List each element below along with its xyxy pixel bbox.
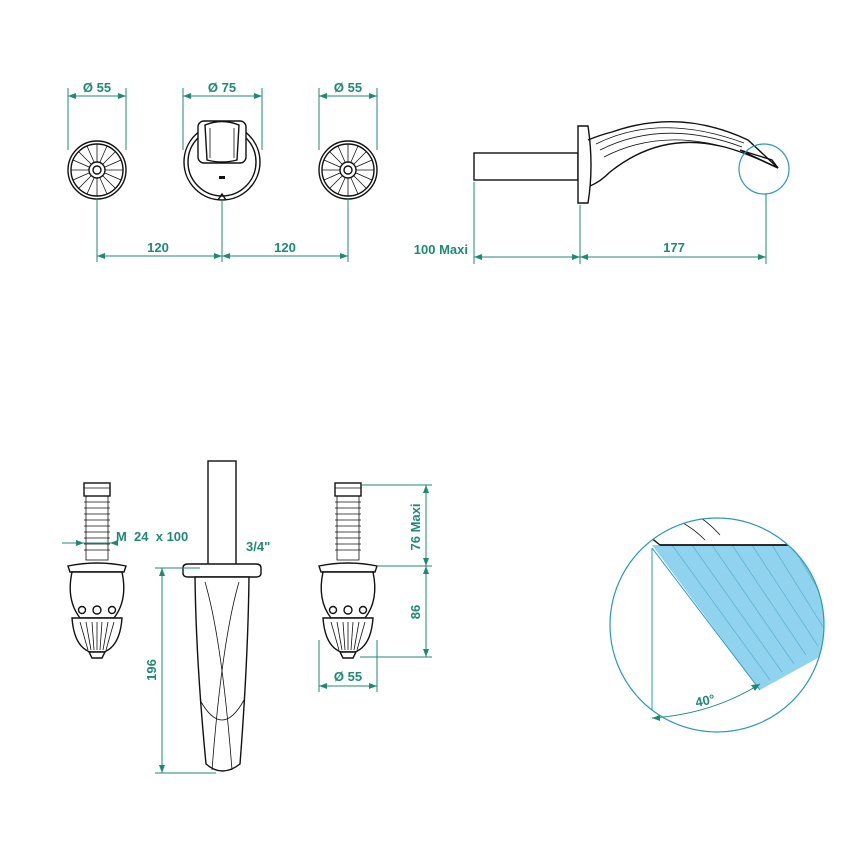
spout-front: [183, 120, 261, 201]
dimension-spout-height: 196: [144, 567, 216, 774]
connection-label: 3/4": [246, 539, 270, 554]
wall-pipe: [473, 152, 579, 181]
detail-magnifier-circle: [609, 517, 825, 733]
dimension-valve: 76 Maxi 86: [360, 484, 432, 658]
thread-label: M 24 x 100: [116, 529, 188, 544]
water-jet: [652, 545, 824, 690]
dimension-handle-diameter: Ø 55: [318, 640, 378, 692]
front-view: Ø 55 Ø 75 Ø 55 120: [67, 80, 378, 262]
side-view: 100 Maxi 177: [414, 121, 790, 264]
detail-view: 40°: [609, 517, 825, 733]
spout-reach-label: 177: [663, 240, 685, 255]
jet-angle-label: 40°: [694, 691, 716, 710]
wall-depth-label: 100 Maxi: [414, 242, 468, 257]
right-handle-front: [318, 140, 378, 200]
spout-body-side: [587, 121, 779, 187]
elevation-view: M 24 x 100 3/4" 196: [62, 460, 432, 774]
wall-flange: [577, 125, 592, 204]
handle-height-label: 86: [408, 605, 423, 619]
valve-length-label: 76 Maxi: [408, 504, 423, 551]
left-handle-diameter-label: Ø 55: [83, 80, 111, 95]
right-handle-diameter-label: Ø 55: [334, 80, 362, 95]
spout-elevation: [182, 460, 262, 772]
dimension-thread: M 24 x 100: [62, 529, 188, 546]
left-handle-front: [67, 140, 127, 200]
detail-marker-circle: [738, 143, 790, 195]
dimension-spacing: 120 120: [96, 198, 349, 262]
spout-height-label: 196: [144, 659, 159, 681]
handle-diameter-label: Ø 55: [334, 669, 362, 684]
dimension-side: 100 Maxi 177: [414, 182, 767, 264]
spacing-left-label: 120: [147, 240, 169, 255]
right-valve: [318, 482, 378, 659]
dimension-spout-diameter: Ø 75: [182, 80, 263, 150]
left-valve: [67, 482, 127, 659]
dimension-left-handle-diameter: Ø 55: [67, 80, 127, 150]
spacing-right-label: 120: [274, 240, 296, 255]
dimension-right-handle-diameter: Ø 55: [318, 80, 378, 150]
spout-diameter-label: Ø 75: [208, 80, 236, 95]
angle-arc: [651, 683, 761, 719]
